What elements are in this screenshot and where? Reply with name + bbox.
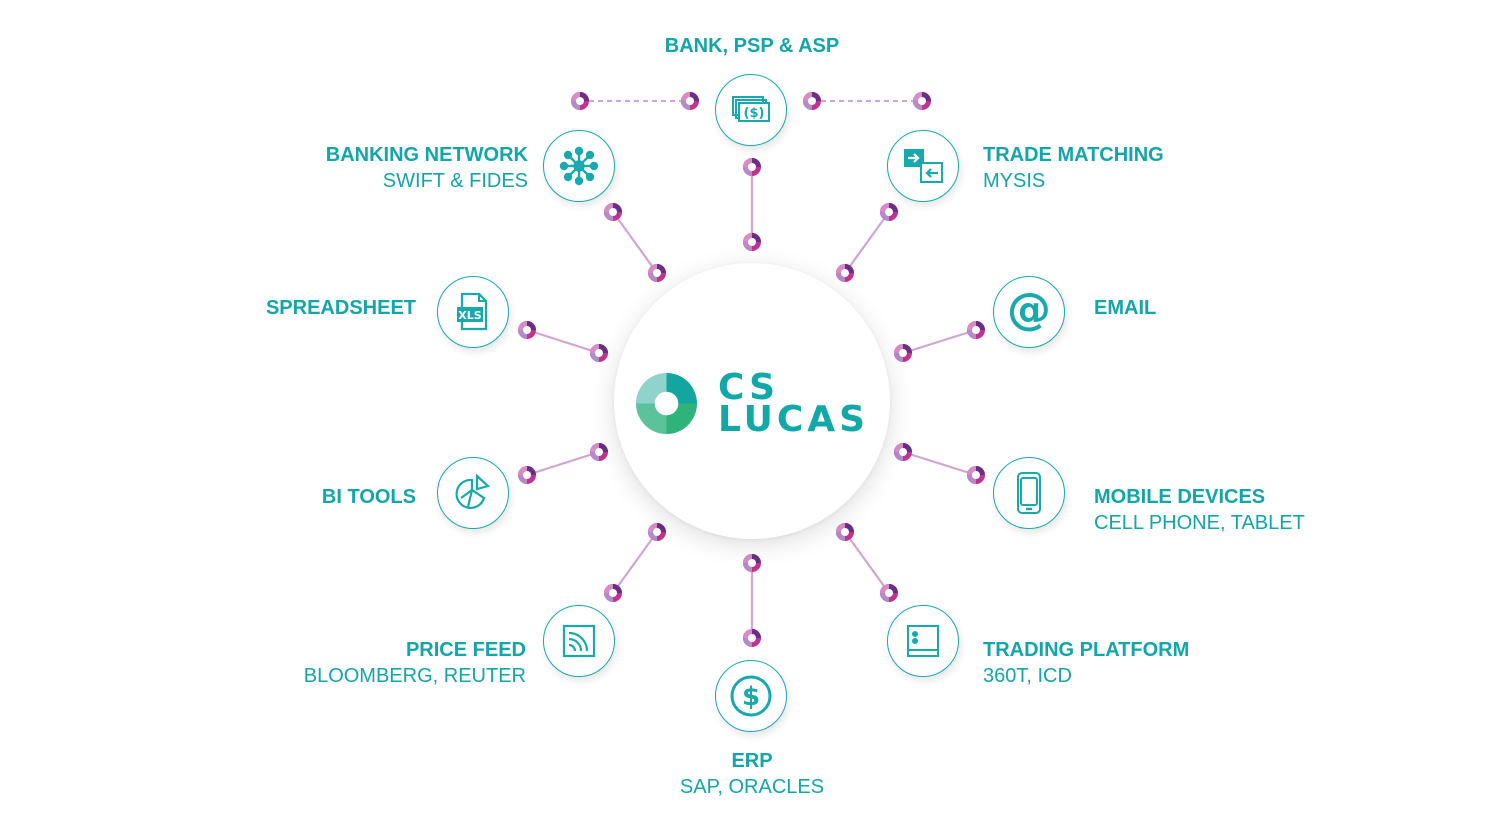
node-subtitle: SAP, ORACLES [679, 776, 825, 798]
node-subtitle: SWIFT & FIDES [382, 170, 528, 192]
node-banking-network[interactable] [543, 130, 615, 202]
label-trading-platform: TRADING PLATFORM 360T, ICD [983, 637, 1189, 689]
node-title: EMAIL [1094, 297, 1157, 319]
connector-dot [836, 523, 854, 541]
connector-dot [681, 92, 699, 110]
connector-dot [590, 344, 608, 362]
at-sign-icon: @ [1007, 284, 1051, 335]
connector-dot [967, 321, 985, 339]
connector-dot [604, 584, 622, 602]
node-subtitle: 360T, ICD [983, 665, 1072, 687]
svg-text:($): ($) [744, 106, 765, 121]
connector-dot [590, 443, 608, 461]
connector-dot [743, 629, 761, 647]
label-bi-tools: BI TOOLS [250, 484, 416, 510]
connector-dot [880, 584, 898, 602]
node-email[interactable]: @ [993, 276, 1065, 348]
rss-feed-icon [562, 624, 596, 658]
node-title: TRADING PLATFORM [983, 639, 1190, 661]
link-price-feed [612, 531, 658, 594]
link-banking-network [612, 211, 658, 274]
node-title: TRADE MATCHING [983, 144, 1164, 166]
label-spreadsheet: SPREADSHEET [220, 295, 416, 321]
logo-text-lucas: LUCAS [718, 399, 870, 440]
connector-dot [604, 203, 622, 221]
pie-chart-icon [455, 473, 491, 510]
smartphone-icon [1017, 472, 1041, 514]
server-panel-icon [907, 625, 939, 657]
link-trade-matching [844, 211, 890, 274]
node-price-feed[interactable] [543, 605, 615, 677]
label-erp: ERP SAP, ORACLES [652, 748, 852, 800]
logo-text-cs: CS [718, 367, 780, 408]
node-spreadsheet[interactable]: XLS [437, 276, 509, 348]
link-mobile [902, 450, 977, 477]
node-title: BI TOOLS [321, 486, 416, 508]
connector-dot [803, 92, 821, 110]
network-hub-icon [559, 146, 599, 186]
connector-dot [648, 264, 666, 282]
node-subtitle: BLOOMBERG, REUTER [303, 665, 526, 687]
node-trade-matching[interactable] [887, 130, 959, 202]
exchange-arrows-icon [904, 149, 943, 183]
link-spreadsheet [526, 328, 600, 355]
link-trading-platform [844, 531, 890, 594]
connector-dot [743, 158, 761, 176]
connector-dot [880, 203, 898, 221]
node-subtitle: CELL PHONE, TABLET [1094, 512, 1305, 534]
node-bank[interactable]: ($) [715, 74, 787, 146]
dollar-glyph: $ [742, 682, 760, 712]
connector-dot [913, 92, 931, 110]
node-mobile[interactable] [993, 457, 1065, 529]
connector-dot [518, 466, 536, 484]
label-price-feed: PRICE FEED BLOOMBERG, REUTER [280, 637, 526, 689]
label-banking-network: BANKING NETWORK SWIFT & FIDES [290, 142, 528, 194]
node-erp[interactable]: $ [715, 660, 787, 732]
node-subtitle: MYSIS [983, 170, 1046, 192]
connector-dot [648, 523, 666, 541]
connector-dot [967, 466, 985, 484]
node-title: BANK, PSP & ASP [664, 35, 840, 57]
banknotes-icon: ($) [732, 96, 770, 122]
label-trade-matching: TRADE MATCHING MYSIS [983, 142, 1164, 194]
link-bi-tools [526, 450, 600, 477]
cs-lucas-logo-icon [635, 372, 698, 435]
xls-file-icon: XLS [457, 292, 488, 331]
label-mobile: MOBILE DEVICES CELL PHONE, TABLET [1094, 484, 1305, 536]
node-title: ERP [731, 750, 773, 772]
label-email: EMAIL [1094, 295, 1156, 321]
cs-lucas-hub [614, 263, 890, 539]
node-bi-tools[interactable] [437, 457, 509, 529]
connector-dot [836, 264, 854, 282]
xls-label: XLS [458, 309, 481, 322]
connector-dot [571, 92, 589, 110]
connector-dot [743, 233, 761, 251]
connector-dot [894, 344, 912, 362]
connector-dot [518, 321, 536, 339]
label-bank: BANK, PSP & ASP [652, 33, 852, 59]
node-title: BANKING NETWORK [325, 144, 528, 166]
node-title: MOBILE DEVICES [1094, 486, 1266, 508]
node-trading-platform[interactable] [887, 605, 959, 677]
link-email [902, 328, 977, 355]
connector-dot [894, 443, 912, 461]
connector-dot [743, 554, 761, 572]
node-title: SPREADSHEET [265, 297, 416, 319]
dollar-coin-icon: $ [730, 675, 772, 717]
node-title: PRICE FEED [405, 639, 526, 661]
